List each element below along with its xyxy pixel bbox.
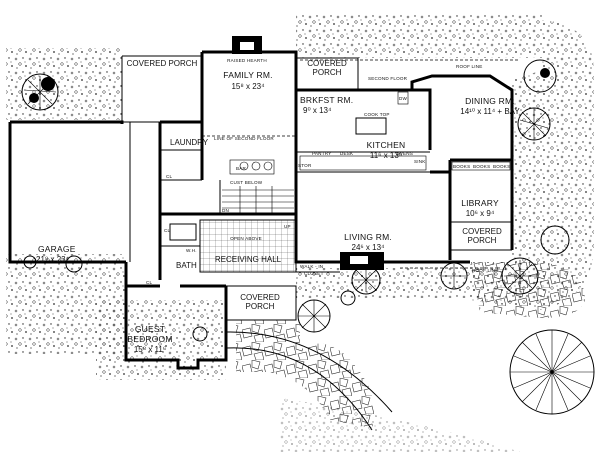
- walk-in-closet-note: WALK - IN: [300, 264, 323, 269]
- kitchen-size: 11⁶ x 13⁶: [370, 151, 402, 160]
- covered-porch-n-label: COVERED: [307, 59, 347, 68]
- dining-rm-label: DINING RM.: [465, 96, 515, 106]
- library-label: LIBRARY: [461, 198, 499, 208]
- covered-porch-nw-label: COVERED PORCH: [127, 59, 198, 68]
- closet-note-2: CL: [164, 228, 171, 233]
- stor-note: STOR: [298, 163, 312, 168]
- brkfst-rm-label: BRKFST RM.: [300, 95, 353, 105]
- living-rm-label: LIVING RM.: [344, 232, 392, 242]
- second-floor-note-top: SECOND FLOOR: [368, 76, 408, 81]
- cook-top-note: COOK TOP: [364, 112, 390, 117]
- covered-porch-e-label2: PORCH: [468, 236, 497, 245]
- second-floor-note: LINE OF SECOND FLOOR: [214, 136, 274, 141]
- receiving-hall-label: RECEIVING HALL: [215, 255, 282, 264]
- raised-hearth-note: RAISED HEARTH: [227, 58, 267, 63]
- covered-porch-s-label2: PORCH: [246, 302, 275, 311]
- library-size: 10⁶ x 9⁴: [466, 209, 495, 218]
- room-labels: COVERED PORCH FAMILY RM. 15⁸ x 23⁴ COVER…: [36, 59, 520, 354]
- ovens-note: OVENS: [396, 151, 413, 156]
- kitchen-label: KITCHEN: [367, 140, 406, 150]
- guest-bedroom-label2: BEDROOM: [127, 334, 172, 344]
- pantry-note: PANTRY: [312, 151, 331, 156]
- bar-note: BAR: [236, 166, 247, 171]
- covered-porch-n-label2: PORCH: [313, 68, 342, 77]
- walk-in-closet-note-2: CLOSET: [304, 271, 324, 276]
- stair-up-note: UP: [284, 224, 291, 229]
- family-rm-label: FAMILY RM.: [223, 70, 272, 80]
- laundry-label: LAUNDRY: [170, 138, 209, 147]
- sink-note: SINK: [414, 159, 426, 164]
- guest-bedroom-label: GUEST: [135, 324, 165, 334]
- plan-notes: RAISED HEARTH LINE OF SECOND FLOOR SECON…: [146, 58, 510, 285]
- open-above-note: OPEN ABOVE: [230, 236, 262, 241]
- closet-note-3: CL: [146, 280, 153, 285]
- dining-rm-size: 14¹⁰ x 11⁴ + BAY: [460, 107, 520, 116]
- water-heater-note: W.H.: [186, 248, 197, 253]
- guest-bedroom-size: 15⁸ x 11⁶: [134, 345, 166, 354]
- books-note-2: BOOKS: [473, 164, 490, 169]
- bath-label: BATH: [176, 261, 197, 270]
- walls: [8, 36, 514, 370]
- landscaping: [6, 14, 594, 452]
- living-rm-size: 24⁶ x 13⁴: [352, 243, 386, 252]
- garage-label: GARAGE: [38, 244, 76, 254]
- trees: [21, 59, 595, 415]
- garage-size: 21⁸ x 23⁴: [36, 255, 70, 264]
- books-note-1: BOOKS: [453, 164, 470, 169]
- covered-porch-s-label: COVERED: [240, 293, 280, 302]
- cust-below-note: CUST BELOW: [230, 180, 263, 185]
- closet-note-1: CL: [166, 174, 173, 179]
- covered-porch-e-label: COVERED: [462, 227, 502, 236]
- dw-note: DW: [399, 96, 408, 101]
- family-rm-size: 15⁸ x 23⁴: [231, 82, 265, 91]
- stair-down-note: DN: [222, 208, 229, 213]
- roof-line-top-note: ROOF LINE: [456, 64, 483, 69]
- desk-note: DESK: [340, 151, 354, 156]
- books-note-3: BOOKS: [493, 164, 510, 169]
- brkfst-rm-size: 9⁰ x 13⁴: [303, 106, 332, 115]
- roof-line-bottom-note: ROOF LINE: [472, 268, 499, 273]
